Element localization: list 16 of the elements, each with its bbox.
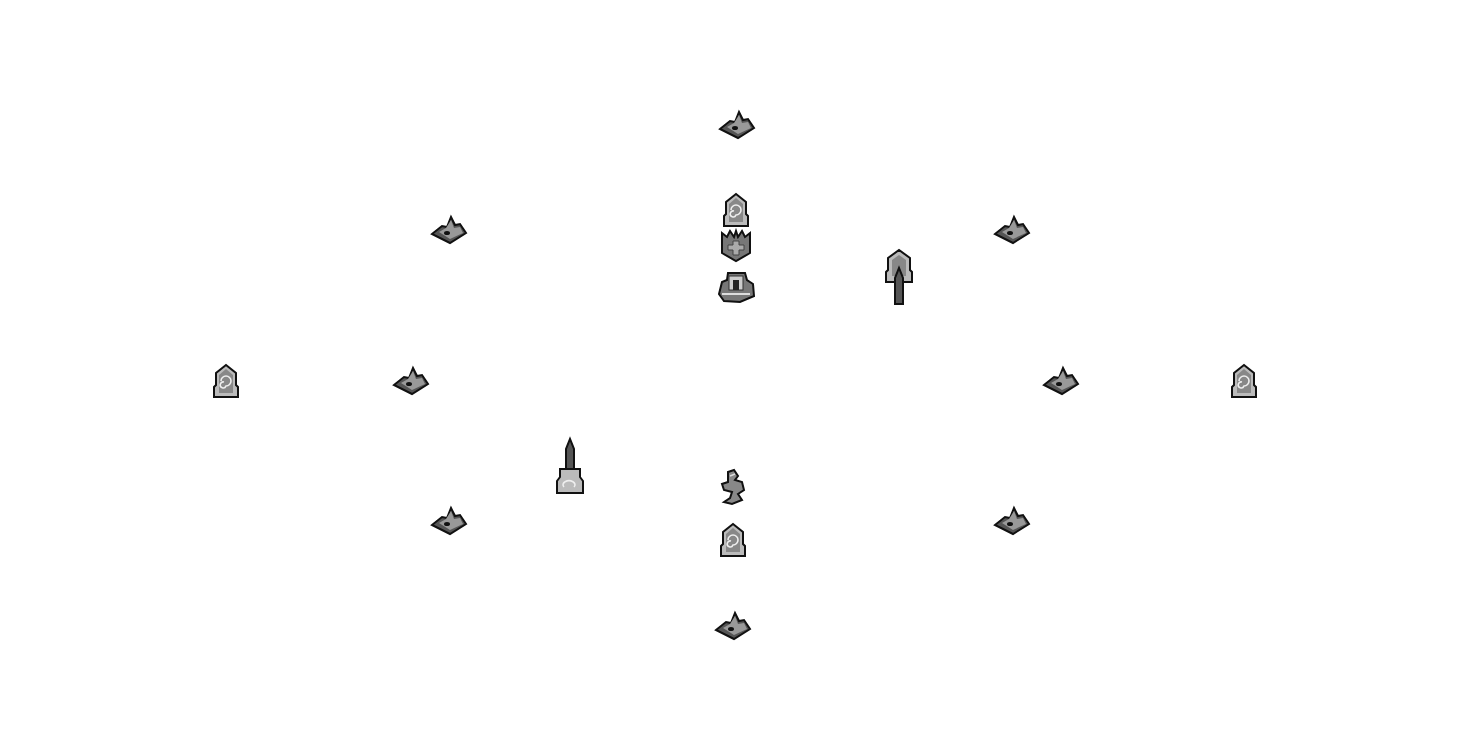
shield-cross-icon (720, 229, 752, 263)
tower-icon (554, 437, 586, 495)
spiral-gate-icon (718, 522, 748, 558)
rock-pile-icon (993, 215, 1031, 245)
rock-pile-icon (718, 110, 756, 140)
spiral-gate-icon (211, 363, 241, 399)
spiral-gate-icon (1229, 363, 1259, 399)
gate-tower-icon (883, 248, 915, 306)
creature-icon (718, 468, 748, 506)
rock-pile-icon (714, 611, 752, 641)
rock-pile-icon (392, 366, 430, 396)
rock-pile-icon (1042, 366, 1080, 396)
rock-pile-icon (430, 215, 468, 245)
spiral-gate-icon (721, 192, 751, 228)
rock-pile-icon (430, 506, 468, 536)
rock-pile-icon (993, 506, 1031, 536)
